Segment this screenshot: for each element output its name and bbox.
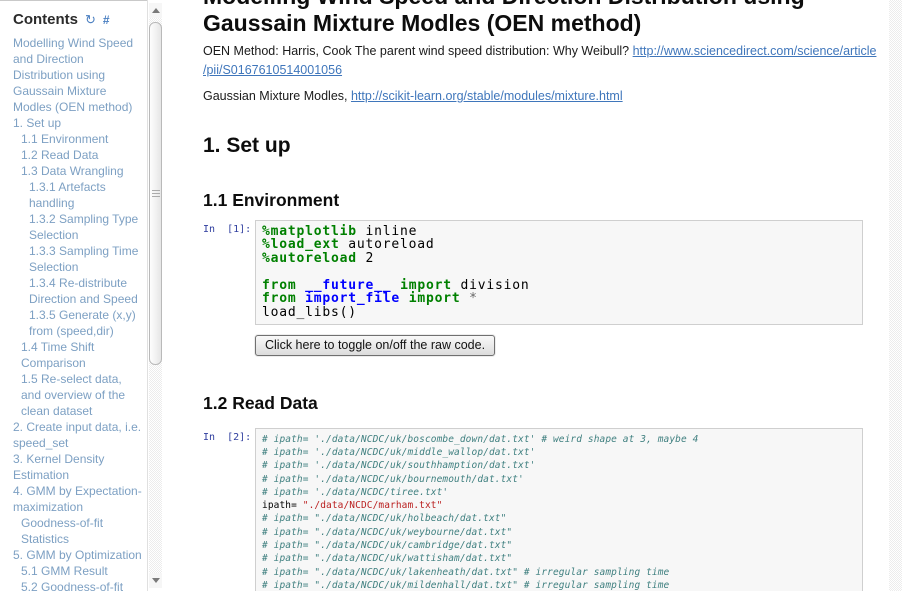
code-line: from import_file import * — [262, 291, 478, 307]
toc-item[interactable]: 1.4 Time Shift Comparison — [21, 340, 95, 370]
code-line: # ipath= "./data/NCDC/uk/wattisham/dat.t… — [262, 553, 513, 565]
toc-item[interactable]: 1.3.1 Artefacts handling — [29, 180, 106, 210]
toc-item[interactable]: Modelling Wind Speed and Direction Distr… — [13, 36, 134, 114]
scikit-learn-link[interactable]: http://scikit-learn.org/stable/modules/m… — [350, 89, 623, 103]
section-heading-read-data: 1.2 Read Data — [203, 392, 318, 413]
code-editor[interactable]: %matplotlib inline%load_ext autoreload%a… — [262, 223, 856, 321]
code-line: # ipath= './data/NCDC/tiree.txt' — [262, 486, 449, 498]
toc-item[interactable]: 1.3.3 Sampling Time Selection — [29, 244, 139, 274]
toc-header: Contents ↻ # — [13, 11, 143, 28]
triangle-up-icon — [151, 8, 160, 13]
toc-item[interactable]: 1.3.4 Re-distribute Direction and Speed — [29, 276, 138, 306]
toc-item[interactable]: 2. Create input data, i.e. speed_set — [13, 420, 142, 450]
code-line: # ipath= "./data/NCDC/uk/holbeach/dat.tx… — [262, 513, 507, 525]
code-line: # ipath= "./data/NCDC/uk/lakenheath/dat.… — [262, 566, 670, 578]
intro-paragraph: OEN Method: Harris, Cook The parent wind… — [203, 42, 885, 79]
scrollbar-thumb[interactable] — [149, 22, 162, 365]
code-cell-2: In [2]: # ipath= './data/NCDC/uk/boscomb… — [203, 427, 863, 591]
scrollbar-grip-icon — [151, 189, 160, 198]
gmm-paragraph: Gaussian Mixture Modles, http://scikit-l… — [203, 87, 885, 106]
toggle-raw-code-button[interactable]: Click here to toggle on/off the raw code… — [255, 334, 496, 356]
code-line: %autoreload 2 — [262, 250, 375, 266]
toc-sidebar: Contents ↻ # Modelling Wind Speed and Di… — [0, 0, 147, 591]
scrollbar-up-arrow[interactable] — [149, 3, 162, 18]
toc-list: Modelling Wind Speed and Direction Distr… — [13, 35, 143, 591]
code-cell-1: In [1]: %matplotlib inline%load_ext auto… — [203, 219, 863, 325]
scrollbar-down-arrow[interactable] — [149, 573, 162, 588]
toc-item[interactable]: 1.3.2 Sampling Type Selection — [29, 212, 139, 242]
intro-text: OEN Method: Harris, Cook The parent wind… — [203, 44, 633, 58]
toc-item[interactable]: 1.3 Data Wrangling — [21, 164, 124, 178]
code-line: load_libs() — [262, 305, 357, 321]
code-line: # ipath= "./data/NCDC/uk/cambridge/dat.t… — [262, 540, 513, 552]
code-editor[interactable]: # ipath= './data/NCDC/uk/boscombe_down/d… — [262, 433, 856, 591]
scrollbar-track[interactable] — [149, 18, 162, 573]
code-line: # ipath= './data/NCDC/uk/middle_wallop/d… — [262, 446, 536, 458]
toc-item[interactable]: 5.2 Goodness-of-fit statistics — [21, 580, 124, 591]
notebook-content: Modelling Wind Speed and Direction Distr… — [163, 0, 887, 591]
toc-item[interactable]: Goodness-of-fit Statistics — [21, 516, 104, 546]
toc-item[interactable]: 1.2 Read Data — [21, 148, 99, 162]
code-input-area[interactable]: %matplotlib inline%load_ext autoreload%a… — [255, 219, 863, 325]
toc-item[interactable]: 4. GMM by Expectation-maximization — [13, 484, 142, 514]
code-line: # ipath= './data/NCDC/uk/bournemouth/dat… — [262, 473, 524, 485]
sidebar-scrollbar[interactable] — [147, 0, 163, 591]
code-line: %matplotlib inline — [262, 223, 418, 239]
refresh-icon[interactable]: ↻ — [85, 11, 96, 27]
toc-item[interactable]: 1.1 Environment — [21, 132, 109, 146]
code-line: %load_ext autoreload — [262, 237, 435, 253]
triangle-down-icon — [151, 578, 160, 583]
page-title: Modelling Wind Speed and Direction Distr… — [203, 0, 805, 36]
gmm-text: Gaussian Mixture Modles, — [203, 89, 351, 103]
toc-item[interactable]: 5.1 GMM Result — [21, 564, 108, 578]
toc-item[interactable]: 1. Set up — [13, 116, 62, 130]
toggle-button-row: Click here to toggle on/off the raw code… — [255, 334, 887, 356]
toc-title: Contents — [13, 11, 78, 28]
toc-item[interactable]: 1.5 Re-select data, and overview of the … — [21, 372, 126, 418]
code-line: # ipath= "./data/NCDC/uk/weybourne/dat.t… — [262, 526, 513, 538]
toc-item[interactable]: 1.3.5 Generate (x,y) from (speed,dir) — [29, 308, 136, 338]
section-heading-environment: 1.1 Environment — [203, 189, 340, 210]
toc-item[interactable]: 5. GMM by Optimization — [13, 548, 142, 562]
toc-item[interactable]: 3. Kernel Density Estimation — [13, 452, 105, 482]
section-heading-setup: 1. Set up — [203, 133, 291, 157]
code-line: ipath= "./data/NCDC/marham.txt" — [262, 500, 443, 512]
anchor-link-icon[interactable]: # — [102, 12, 110, 27]
page-scrollbar[interactable] — [889, 0, 902, 591]
code-line: # ipath= './data/NCDC/uk/boscombe_down/d… — [262, 433, 699, 445]
code-line: # ipath= "./data/NCDC/uk/mildenhall/dat.… — [262, 579, 670, 591]
sciencedirect-link[interactable]: http://www.sciencedirect.com/science/art… — [203, 44, 877, 77]
code-line: from __future__ import division — [262, 277, 530, 293]
code-input-area[interactable]: # ipath= './data/NCDC/uk/boscombe_down/d… — [255, 427, 863, 591]
input-prompt: In [2]: — [203, 431, 252, 443]
code-line — [262, 265, 856, 279]
input-prompt: In [1]: — [203, 223, 252, 235]
code-line: # ipath= './data/NCDC/uk/southhamption/d… — [262, 460, 536, 472]
